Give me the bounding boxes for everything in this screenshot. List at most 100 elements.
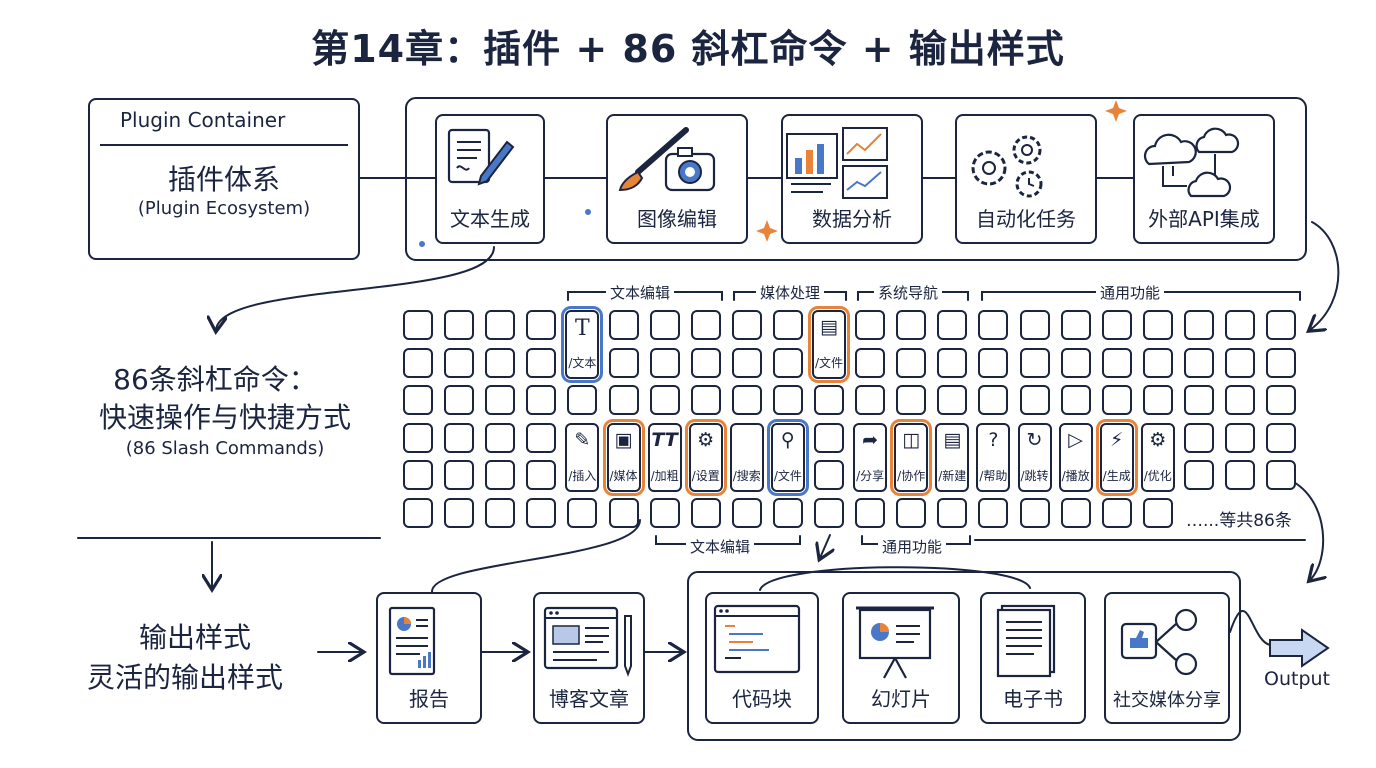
slash-command-slot[interactable] bbox=[1183, 385, 1214, 416]
slash-command-slot[interactable] bbox=[814, 422, 844, 453]
slash-command-slot[interactable] bbox=[1183, 460, 1214, 491]
slash-command-slot[interactable] bbox=[937, 498, 968, 528]
slash-command-slot[interactable] bbox=[772, 347, 803, 378]
slash-command-slot[interactable] bbox=[649, 498, 680, 528]
slash-command-slot[interactable] bbox=[855, 310, 886, 340]
slash-command-slot[interactable] bbox=[403, 498, 433, 528]
slash-command-slot[interactable] bbox=[978, 347, 1009, 378]
slash-command-slot[interactable] bbox=[937, 385, 968, 416]
slash-command-slot[interactable] bbox=[937, 310, 968, 340]
slash-command-slot[interactable] bbox=[403, 385, 433, 416]
slash-command-slot[interactable] bbox=[526, 498, 557, 528]
slash-command-slot[interactable] bbox=[649, 385, 680, 416]
slash-command-slot[interactable] bbox=[485, 460, 516, 491]
slash-command-slot[interactable] bbox=[1019, 385, 1050, 416]
slash-command-slot[interactable] bbox=[772, 498, 803, 528]
slash-command-slot[interactable] bbox=[1101, 498, 1132, 528]
slash-command-card[interactable]: ↻/跳转 bbox=[1017, 422, 1052, 492]
slash-command-slot[interactable] bbox=[608, 347, 639, 378]
slash-command-slot[interactable] bbox=[1225, 460, 1255, 491]
slash-command-slot[interactable] bbox=[649, 347, 680, 378]
slash-command-slot[interactable] bbox=[937, 347, 968, 378]
slash-command-slot[interactable] bbox=[403, 310, 433, 340]
slash-command-slot[interactable] bbox=[772, 310, 803, 340]
slash-command-slot[interactable] bbox=[1183, 347, 1214, 378]
slash-command-slot[interactable] bbox=[1019, 347, 1050, 378]
slash-command-card[interactable]: ▣/媒体 bbox=[602, 418, 645, 496]
slash-command-slot[interactable] bbox=[608, 385, 639, 416]
slash-command-slot[interactable] bbox=[1101, 385, 1132, 416]
slash-command-slot[interactable] bbox=[814, 460, 844, 491]
slash-command-slot[interactable] bbox=[1142, 498, 1173, 528]
slash-command-slot[interactable] bbox=[1019, 498, 1050, 528]
slash-command-slot[interactable] bbox=[690, 498, 721, 528]
slash-command-slot[interactable] bbox=[731, 347, 762, 378]
slash-command-slot[interactable] bbox=[526, 385, 557, 416]
slash-command-slot[interactable] bbox=[1225, 347, 1255, 378]
slash-command-card[interactable]: ⚡/生成 bbox=[1095, 418, 1138, 496]
slash-command-slot[interactable] bbox=[1142, 347, 1173, 378]
slash-command-card[interactable]: ▷/播放 bbox=[1058, 422, 1093, 492]
slash-command-slot[interactable] bbox=[485, 385, 516, 416]
slash-command-slot[interactable] bbox=[444, 498, 475, 528]
slash-command-slot[interactable] bbox=[690, 347, 721, 378]
slash-command-slot[interactable] bbox=[1060, 310, 1091, 340]
slash-command-slot[interactable] bbox=[731, 498, 762, 528]
slash-command-slot[interactable] bbox=[444, 385, 475, 416]
slash-command-slot[interactable] bbox=[403, 422, 433, 453]
slash-command-slot[interactable] bbox=[1266, 310, 1297, 340]
slash-command-slot[interactable] bbox=[1225, 422, 1255, 453]
slash-command-slot[interactable] bbox=[526, 460, 557, 491]
slash-command-slot[interactable] bbox=[1101, 310, 1132, 340]
slash-command-slot[interactable] bbox=[978, 385, 1009, 416]
slash-command-slot[interactable] bbox=[855, 385, 886, 416]
slash-command-slot[interactable] bbox=[485, 498, 516, 528]
slash-command-slot[interactable] bbox=[690, 385, 721, 416]
slash-command-slot[interactable] bbox=[1060, 347, 1091, 378]
slash-command-slot[interactable] bbox=[1142, 385, 1173, 416]
slash-command-slot[interactable] bbox=[814, 498, 844, 528]
slash-command-card[interactable]: ⚲/文件 bbox=[766, 418, 809, 496]
slash-command-slot[interactable] bbox=[485, 422, 516, 453]
slash-command-slot[interactable] bbox=[855, 347, 886, 378]
slash-command-slot[interactable] bbox=[485, 310, 516, 340]
slash-command-slot[interactable] bbox=[403, 460, 433, 491]
slash-command-card[interactable]: ⚙/设置 bbox=[684, 418, 727, 496]
slash-command-slot[interactable] bbox=[896, 310, 927, 340]
slash-command-slot[interactable] bbox=[896, 347, 927, 378]
slash-command-slot[interactable] bbox=[1266, 422, 1297, 453]
slash-command-slot[interactable] bbox=[444, 422, 475, 453]
slash-command-card[interactable]: ⚙/优化 bbox=[1140, 422, 1175, 492]
slash-command-slot[interactable] bbox=[896, 498, 927, 528]
slash-command-slot[interactable] bbox=[731, 310, 762, 340]
slash-command-slot[interactable] bbox=[444, 310, 475, 340]
slash-command-slot[interactable] bbox=[1266, 460, 1297, 491]
slash-command-slot[interactable] bbox=[814, 385, 844, 416]
slash-command-slot[interactable] bbox=[855, 498, 886, 528]
slash-command-slot[interactable] bbox=[731, 385, 762, 416]
slash-command-slot[interactable] bbox=[690, 310, 721, 340]
slash-command-slot[interactable] bbox=[1266, 347, 1297, 378]
slash-command-slot[interactable] bbox=[1266, 385, 1297, 416]
slash-command-slot[interactable] bbox=[526, 310, 557, 340]
slash-command-slot[interactable] bbox=[567, 385, 598, 416]
slash-command-slot[interactable] bbox=[1060, 385, 1091, 416]
slash-command-slot[interactable] bbox=[1060, 498, 1091, 528]
slash-command-slot[interactable] bbox=[1142, 310, 1173, 340]
slash-command-slot[interactable] bbox=[649, 310, 680, 340]
slash-command-slot[interactable] bbox=[403, 347, 433, 378]
slash-command-slot[interactable] bbox=[444, 460, 475, 491]
slash-command-slot[interactable] bbox=[444, 347, 475, 378]
slash-command-slot[interactable] bbox=[1019, 310, 1050, 340]
slash-command-card[interactable]: ✎/插入 bbox=[565, 422, 600, 492]
slash-command-card[interactable]: ◫/协作 bbox=[890, 418, 933, 496]
slash-command-card[interactable]: ➦/分享 bbox=[853, 422, 888, 492]
slash-command-card[interactable]: ▤/新建 bbox=[935, 422, 970, 492]
slash-command-card[interactable]: ?/帮助 bbox=[976, 422, 1011, 492]
slash-command-slot[interactable] bbox=[526, 422, 557, 453]
slash-command-slot[interactable] bbox=[1183, 310, 1214, 340]
slash-command-slot[interactable] bbox=[978, 310, 1009, 340]
slash-command-slot[interactable] bbox=[772, 385, 803, 416]
slash-command-card[interactable]: T/文本 bbox=[561, 305, 604, 384]
slash-command-slot[interactable] bbox=[608, 310, 639, 340]
